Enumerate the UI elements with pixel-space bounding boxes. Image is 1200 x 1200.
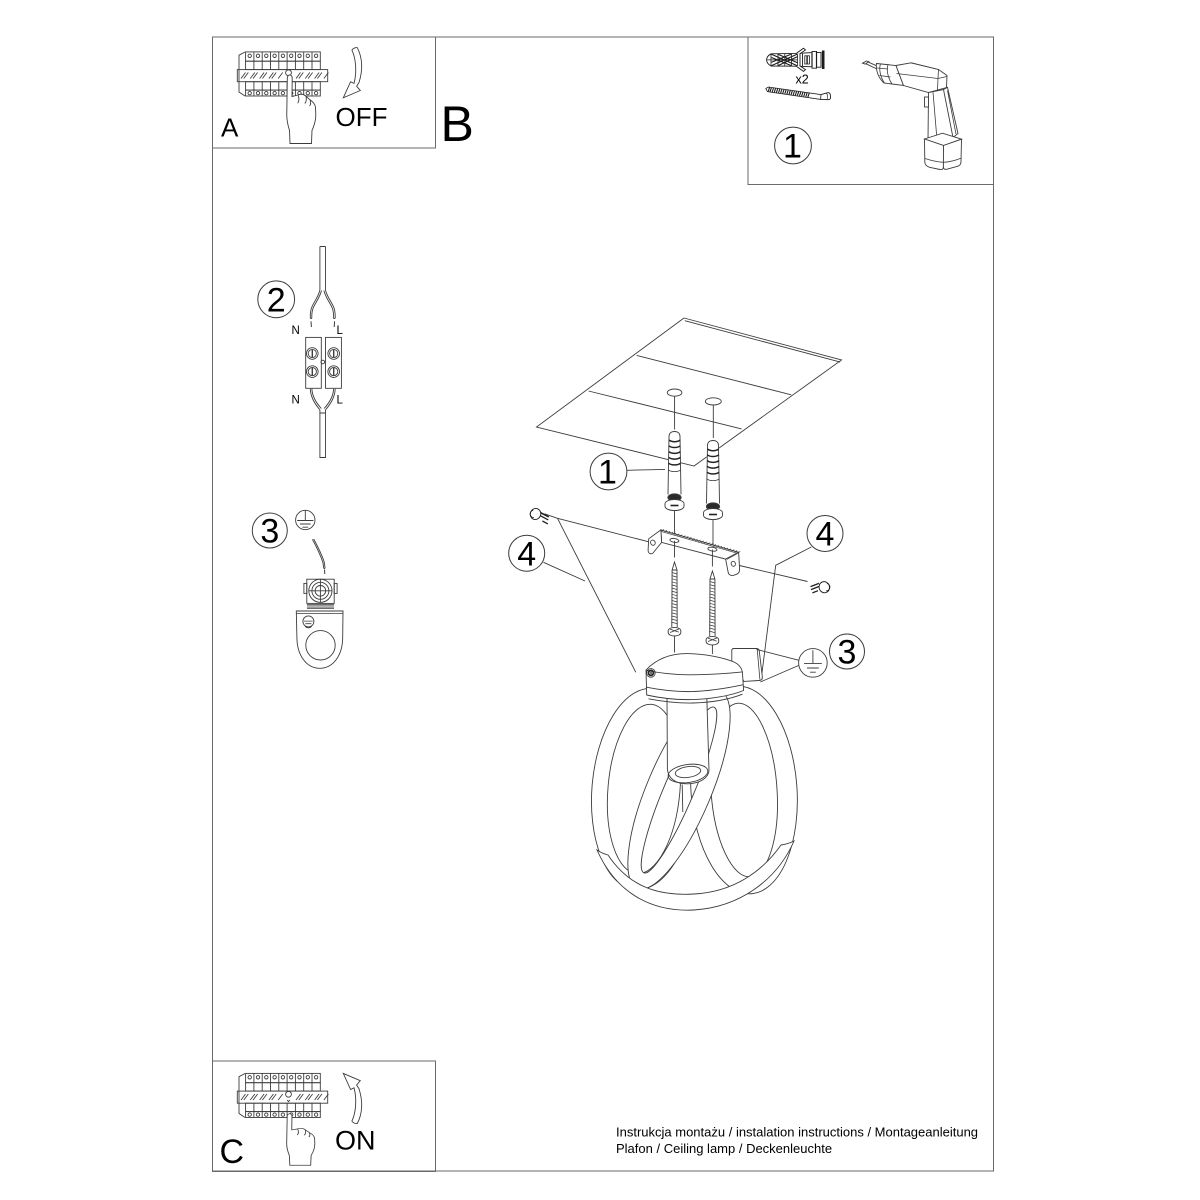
svg-text:B: B: [441, 96, 474, 152]
svg-text:Plafon / Ceiling lamp / Decken: Plafon / Ceiling lamp / Deckenleuchte: [616, 1141, 832, 1156]
svg-text:1: 1: [598, 454, 617, 492]
svg-text:4: 4: [816, 516, 835, 554]
svg-text:ON: ON: [335, 1126, 376, 1156]
svg-text:Instrukcja montażu / instalati: Instrukcja montażu / instalation instruc…: [616, 1125, 978, 1140]
svg-text:C: C: [220, 1133, 245, 1171]
svg-text:N: N: [292, 325, 300, 337]
svg-text:A: A: [221, 113, 239, 143]
svg-text:L: L: [337, 395, 344, 407]
svg-text:2: 2: [267, 282, 286, 320]
svg-text:L: L: [337, 325, 344, 337]
svg-text:4: 4: [517, 535, 536, 573]
svg-text:3: 3: [838, 634, 857, 672]
svg-text:1: 1: [783, 128, 802, 166]
svg-text:x2: x2: [796, 73, 809, 87]
svg-text:N: N: [292, 395, 300, 407]
svg-text:OFF: OFF: [336, 102, 388, 132]
svg-text:3: 3: [260, 513, 279, 551]
